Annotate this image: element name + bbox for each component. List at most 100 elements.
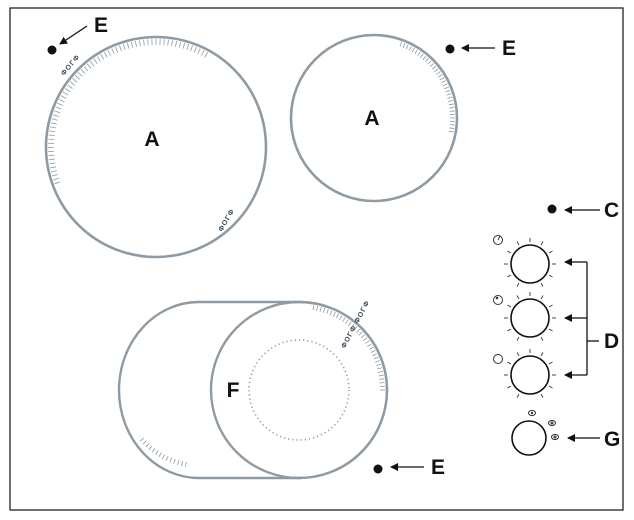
extended-zone-icon: [528, 409, 559, 441]
tick-mark: [77, 71, 83, 77]
tick-mark: [436, 71, 441, 75]
tick-mark: [49, 162, 56, 165]
knob-scale-tick: [548, 328, 553, 332]
tick-mark: [142, 440, 147, 445]
tick-mark: [134, 40, 137, 47]
tick-mark: [449, 127, 455, 129]
tick-mark: [312, 305, 315, 311]
tick-mark: [367, 343, 372, 347]
tick-mark: [54, 181, 61, 185]
large-cooking-zone: ΦΟΓΦ ΦΟΓΦ A: [44, 35, 268, 259]
tick-mark: [445, 89, 451, 93]
tick-mark: [119, 45, 122, 52]
tick-mark: [62, 91, 69, 96]
tick-mark: [100, 54, 105, 60]
control-knob-2[interactable]: [493, 292, 557, 341]
tick-mark: [411, 47, 415, 53]
round-cooking-zone: A: [289, 33, 459, 203]
knob-scale-tick: [507, 361, 512, 365]
tick-mark: [355, 328, 361, 334]
tick-mark: [377, 367, 383, 370]
tick-mark: [175, 40, 178, 47]
tick-mark: [417, 51, 421, 56]
knob-2-body[interactable]: [510, 298, 550, 338]
tick-mark: [422, 55, 427, 61]
tick-mark: [74, 74, 80, 80]
tick-mark: [69, 81, 75, 86]
control-knob-3[interactable]: [493, 349, 557, 398]
tick-mark: [322, 307, 326, 313]
tick-mark: [431, 65, 437, 70]
tick-mark: [365, 340, 370, 344]
tick-mark: [48, 134, 55, 137]
knob-2-scale: [504, 292, 556, 341]
tick-mark: [143, 39, 145, 46]
tick-mark: [54, 110, 61, 114]
knob-1-body[interactable]: [510, 244, 550, 284]
tick-mark: [50, 122, 57, 125]
extended-zone-dotted-ring: [248, 339, 350, 441]
arrow-e-top-left: [59, 25, 88, 45]
tick-mark: [441, 80, 447, 84]
knob-scale-tick: [507, 328, 512, 332]
knob-scale-tick: [548, 250, 553, 254]
tick-mark: [83, 66, 89, 72]
knob-3-body[interactable]: [510, 355, 550, 395]
tick-mark: [111, 48, 115, 55]
tick-mark: [165, 455, 169, 461]
tick-mark: [376, 363, 382, 367]
tick-mark: [425, 58, 430, 63]
tick-mark: [148, 445, 153, 451]
tick-mark: [51, 174, 58, 177]
tick-mark: [319, 306, 322, 312]
tick-mark: [48, 158, 55, 161]
tick-mark: [86, 63, 92, 69]
tick-mark: [204, 51, 209, 58]
tick-mark: [329, 310, 333, 316]
tick-mark: [448, 103, 454, 106]
tick-mark: [363, 337, 368, 342]
tick-mark: [449, 107, 455, 109]
zone-selector-knob[interactable]: [511, 409, 559, 456]
large-zone-ring: [44, 35, 268, 259]
knob-scale-tick: [540, 295, 544, 300]
tick-mark: [52, 114, 59, 117]
control-knob-1[interactable]: [493, 235, 557, 287]
knob-3-scale: [504, 349, 556, 398]
tick-mark: [447, 96, 453, 99]
knob-scale-tick: [507, 385, 512, 389]
extended-zone-label: F: [227, 379, 240, 402]
tick-mark: [185, 461, 187, 467]
tick-mark: [345, 319, 349, 324]
tick-mark: [429, 62, 434, 67]
tick-mark: [169, 457, 173, 463]
feature-dot-top-left: [47, 45, 57, 55]
callout-e-top-right: E: [502, 37, 516, 60]
knob-scale-tick: [516, 295, 520, 300]
tick-mark: [130, 41, 134, 48]
tick-mark: [427, 60, 432, 65]
callout-c: C: [604, 199, 619, 222]
knob-scale-tick: [540, 241, 544, 246]
knob-scale-tick: [507, 274, 512, 278]
tick-mark: [197, 48, 201, 55]
tick-mark: [67, 84, 73, 89]
tick-mark: [193, 46, 197, 53]
tick-mark: [151, 448, 156, 453]
tick-mark: [49, 166, 57, 169]
selector-body[interactable]: [511, 420, 547, 456]
tick-mark: [336, 313, 340, 319]
tick-mark: [372, 353, 378, 357]
knob-scale-tick: [548, 361, 553, 365]
tick-mark: [377, 370, 384, 373]
knob-scale-tick: [540, 393, 544, 398]
knob-scale-tick: [540, 352, 544, 357]
large-zone-tick-marks: [47, 39, 209, 185]
extended-zone-inner-ring: [209, 300, 389, 480]
feature-dot-c: [547, 204, 557, 214]
tick-mark: [374, 360, 380, 363]
tick-mark: [50, 170, 57, 173]
round-zone-ring: [289, 33, 459, 203]
knob-scale-tick: [516, 282, 520, 287]
